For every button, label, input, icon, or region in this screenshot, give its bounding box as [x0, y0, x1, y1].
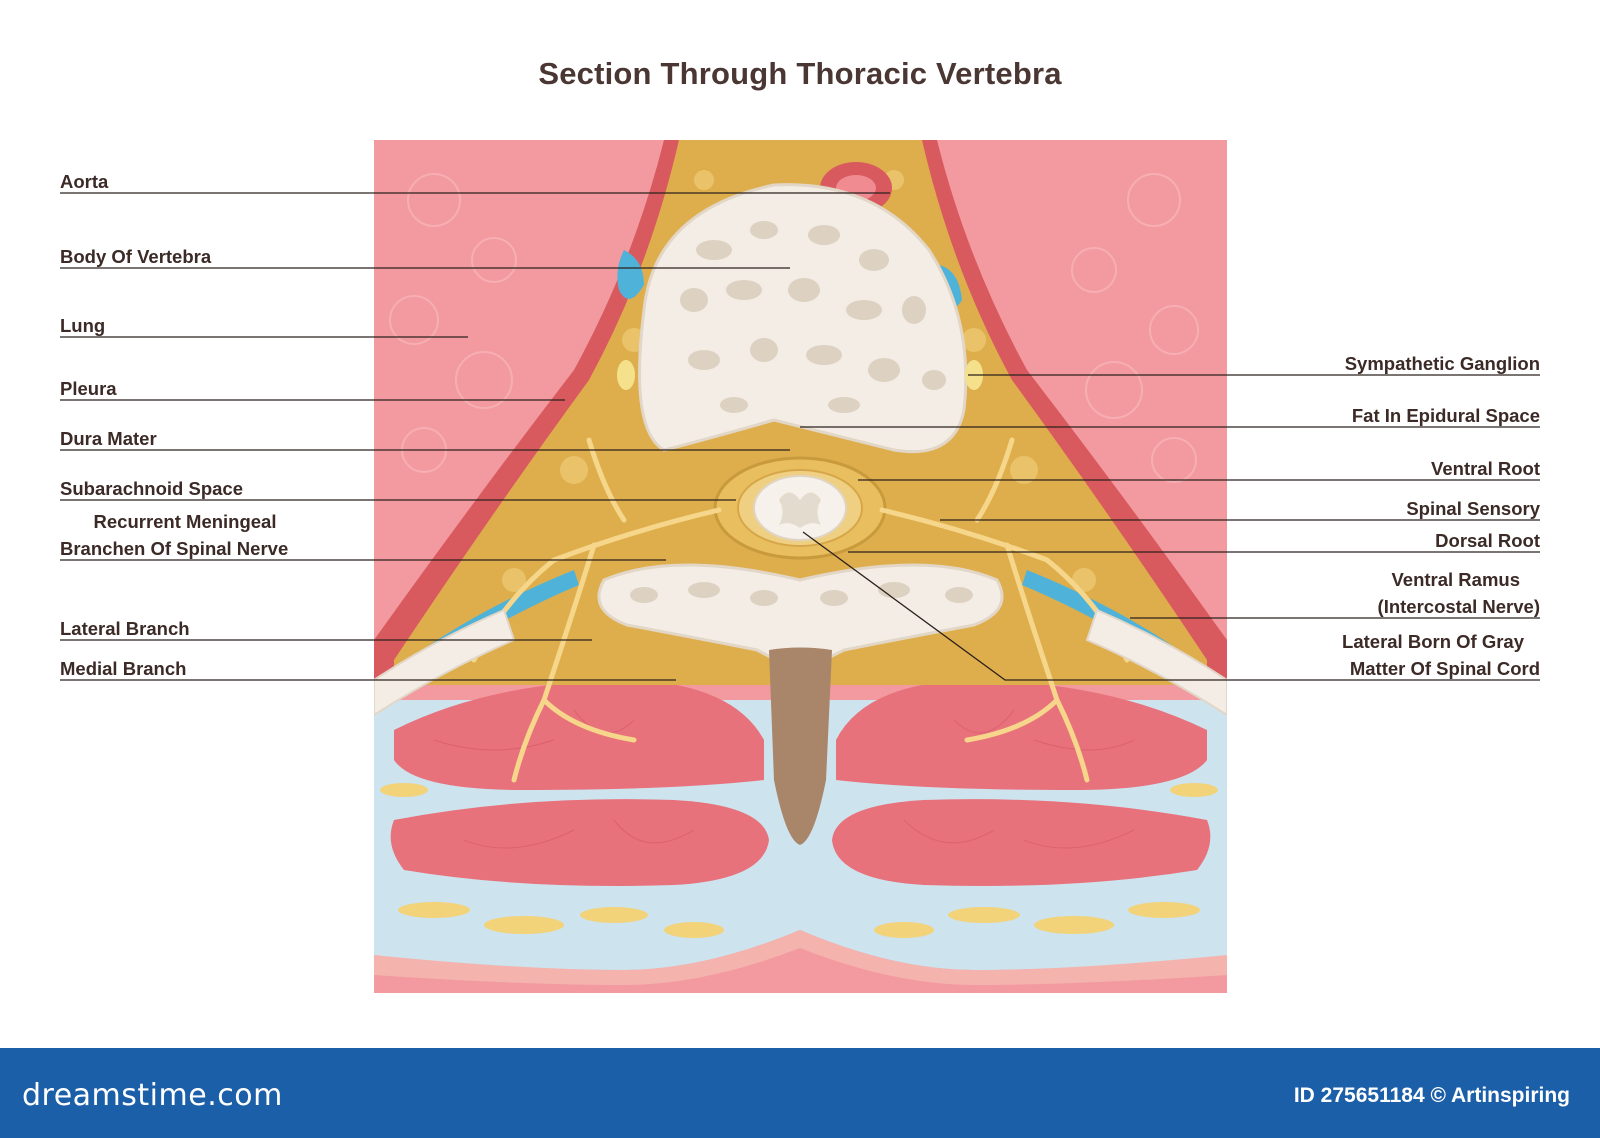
muscle-fibers: [433, 709, 1135, 849]
label-lateral-branch: Lateral Branch: [60, 618, 190, 639]
superficial-muscle-right: [832, 799, 1211, 886]
skin-layer: [374, 930, 1227, 985]
sympathetic-ganglion-right: [965, 360, 983, 390]
label-dura-mater: Dura Mater: [60, 428, 157, 449]
label-subarachnoid-space: Subarachnoid Space: [60, 478, 243, 499]
gray-matter: [779, 492, 821, 528]
footer-credit: ID 275651184 © Artinspiring: [1293, 1084, 1570, 1107]
label-ventral-root: Ventral Root: [1431, 458, 1540, 479]
azygos-vessel-left: [617, 250, 644, 299]
label-sympathetic-ganglion: Sympathetic Ganglion: [1344, 353, 1540, 374]
subcutaneous-fat: [380, 783, 1218, 938]
label-dorsal-root: Dorsal Root: [1435, 530, 1540, 551]
label-fat-in-epidural-space: Fat In Epidural Space: [1351, 405, 1540, 426]
label-spinal-sensory: Spinal Sensory: [1406, 498, 1540, 519]
stock-footer-bar: dreamstime.com ID 275651184 © Artinspiri…: [0, 1048, 1600, 1138]
deep-back-muscle-right: [836, 680, 1207, 790]
label-ventral-ramus: Ventral Ramus: [1391, 569, 1520, 590]
label-recurrent-meningeal: Recurrent Meningeal: [93, 511, 277, 532]
cancellous-bone: [680, 221, 946, 413]
label-intercostal-nerve: (Intercostal Nerve): [1377, 596, 1540, 617]
label-matter-of-spinal-cord: Matter Of Spinal Cord: [1349, 658, 1540, 679]
label-aorta: Aorta: [60, 171, 109, 192]
superficial-muscle-left: [390, 799, 769, 886]
diagram-title: Section Through Thoracic Vertebra: [538, 56, 1062, 91]
footer-brand: dreamstime.com: [22, 1078, 283, 1113]
label-lateral-born-of-gray: Lateral Born Of Gray: [1342, 631, 1524, 652]
label-branchen-of-spinal-nerve: Branchen Of Spinal Nerve: [60, 538, 289, 559]
spinous-process: [769, 647, 832, 845]
label-lung: Lung: [60, 315, 106, 336]
sympathetic-ganglion-left: [617, 360, 635, 390]
deep-back-muscle-left: [394, 680, 764, 790]
label-pleura: Pleura: [60, 378, 117, 399]
label-body-of-vertebra: Body Of Vertebra: [60, 246, 212, 267]
label-medial-branch: Medial Branch: [60, 658, 187, 679]
thoracic-vertebra-illustration: [374, 140, 1227, 993]
